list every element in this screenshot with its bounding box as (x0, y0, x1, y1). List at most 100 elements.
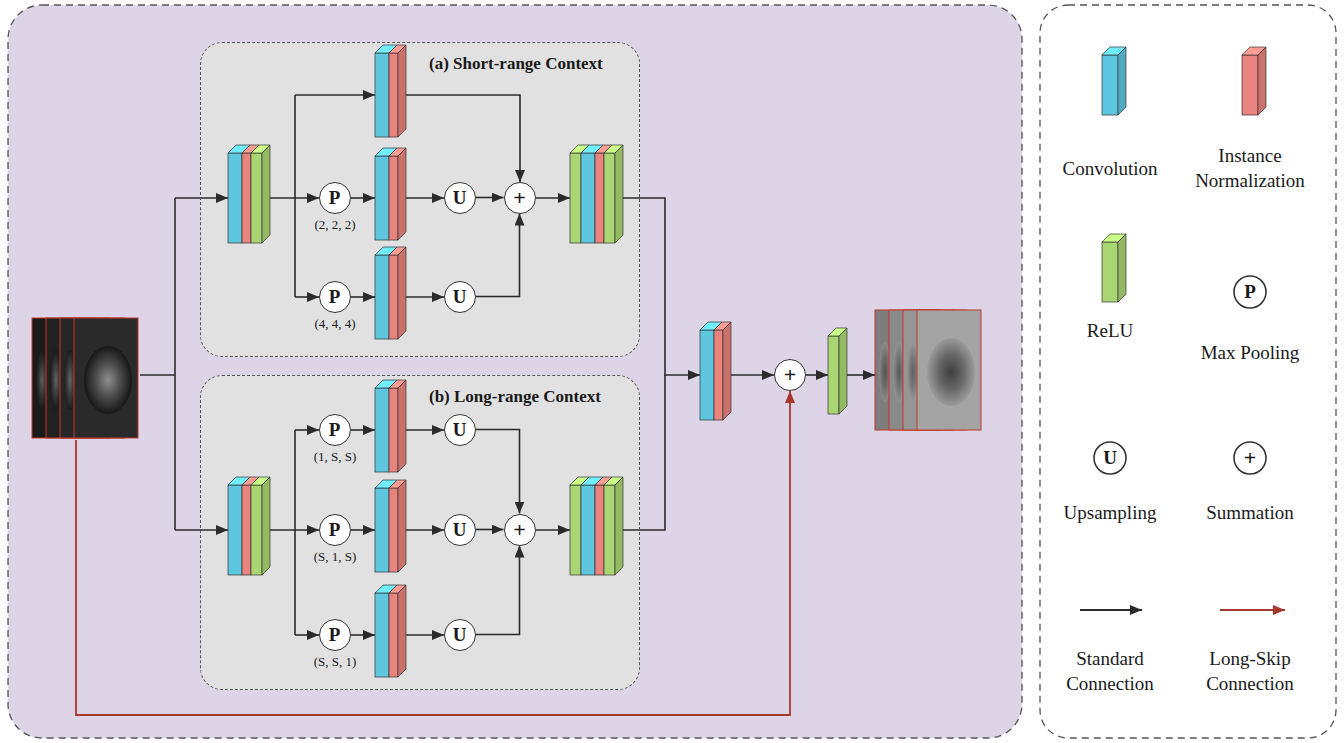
standard-connection (174, 198, 176, 530)
legend-symbol (1234, 442, 1266, 474)
standard-connection (406, 634, 444, 636)
standard-connection (406, 95, 520, 182)
module-heading: (b) Long-range Context (429, 386, 601, 408)
standard-connection (295, 94, 375, 96)
standard-connection (476, 546, 520, 635)
block-face (700, 330, 714, 420)
block-face (228, 153, 242, 243)
legend-label: Upsampling (1040, 500, 1180, 525)
block-side (615, 477, 623, 575)
legend-symbol (1094, 442, 1126, 474)
pooling-size: (4, 4, 4) (275, 316, 395, 332)
standard-connection (623, 198, 700, 375)
legend-symbol-label: P (1190, 280, 1310, 304)
legend-panel (1040, 5, 1336, 738)
layer-block (828, 328, 847, 414)
layer-block (375, 380, 406, 472)
standard-connection (175, 197, 228, 199)
standard-connection (476, 529, 504, 531)
block-side (398, 45, 406, 137)
swatch-face (1242, 55, 1258, 115)
standard-connection (536, 197, 570, 199)
standard-connection (406, 529, 444, 531)
block-face (389, 156, 398, 240)
block-face (228, 485, 242, 575)
standard-connection (623, 375, 665, 530)
block-face (375, 488, 389, 572)
block-side (723, 322, 731, 420)
pooling-size: (S, 1, S) (275, 549, 395, 565)
module-heading: (a) Short-range Context (429, 53, 603, 75)
block-face (595, 153, 604, 243)
standard-connection (476, 430, 520, 514)
block-face (375, 593, 389, 677)
block-face (570, 485, 581, 575)
layer-block (375, 585, 406, 677)
swatch-face (1102, 242, 1118, 302)
operator-symbol: U (453, 520, 467, 539)
pooling-size: (1, S, S) (275, 449, 395, 465)
block-side (398, 380, 406, 472)
standard-connection (731, 374, 774, 376)
image-slice (74, 318, 138, 438)
swatch-side (1118, 47, 1126, 115)
summation-op: + (504, 514, 536, 546)
operator-symbol: P (329, 420, 341, 439)
standard-connection (406, 296, 444, 298)
block-face (828, 336, 839, 414)
standard-connection (295, 634, 319, 636)
legend-label: Instance Normalization (1180, 143, 1320, 193)
block-face (375, 388, 389, 472)
block-face (595, 485, 604, 575)
block-side (398, 480, 406, 572)
operator-symbol: U (453, 188, 467, 207)
max-pooling-op: P (319, 414, 351, 446)
legend-symbol-label: + (1190, 446, 1310, 470)
layer-block (570, 145, 623, 243)
standard-connection (406, 429, 444, 431)
standard-connection (406, 197, 444, 199)
max-pooling-op: P (319, 281, 351, 313)
block-face (581, 485, 595, 575)
legend-label: Max Pooling (1180, 340, 1320, 365)
pooling-size: (2, 2, 2) (275, 217, 395, 233)
block-side (839, 328, 847, 414)
standard-connection (294, 430, 296, 635)
standard-connection (351, 197, 375, 199)
block-face (389, 488, 398, 572)
operator-symbol: + (513, 187, 526, 209)
legend-swatch (1102, 234, 1126, 302)
block-face (251, 153, 262, 243)
brain-shape (84, 346, 132, 414)
standard-connection (351, 296, 375, 298)
legend-label: ReLU (1040, 318, 1180, 343)
legend-label: Summation (1180, 500, 1320, 525)
context-module: (b) Long-range ContextPUPU+PU (200, 375, 640, 690)
layer-block (375, 480, 406, 572)
operator-symbol: U (453, 625, 467, 644)
operator-symbol: P (329, 625, 341, 644)
block-face (604, 485, 615, 575)
block-side (398, 585, 406, 677)
block-face (251, 485, 262, 575)
upsampling-op: U (444, 281, 476, 313)
layer-block (700, 322, 731, 420)
upsampling-op: U (444, 414, 476, 446)
standard-connection (140, 374, 175, 376)
pooling-size: (S, S, 1) (275, 654, 395, 670)
legend-arrow (1220, 609, 1285, 611)
legend-symbol-label: U (1050, 446, 1170, 470)
legend-symbol (1234, 276, 1266, 308)
block-face (570, 153, 581, 243)
block-face (389, 53, 398, 137)
layer-block (375, 247, 406, 339)
block-side (262, 145, 270, 243)
block-face (389, 593, 398, 677)
legend-label: Long-Skip Connection (1180, 646, 1320, 696)
block-face (375, 53, 389, 137)
swatch-side (1258, 47, 1266, 115)
operator-symbol: U (453, 287, 467, 306)
image-slice (917, 310, 981, 430)
